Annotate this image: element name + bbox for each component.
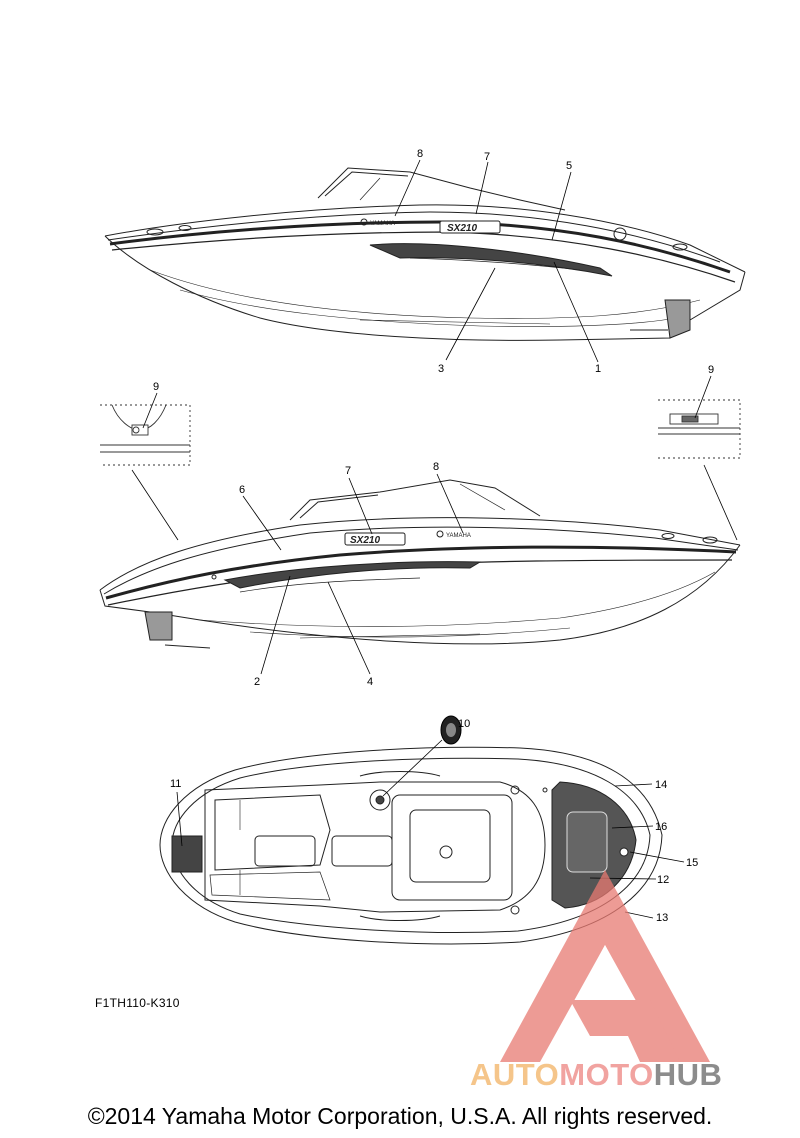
watermark-moto: MOTO — [559, 1057, 654, 1092]
callout-14: 14 — [655, 779, 667, 791]
inset-bow-detail — [100, 404, 191, 466]
callout-5: 5 — [566, 160, 572, 172]
callout-4: 4 — [367, 676, 373, 688]
boat-side-view-top: SX210 YAMAHA — [104, 167, 746, 341]
watermark-hub: HUB — [653, 1057, 723, 1092]
boat-top-view — [159, 746, 663, 945]
brand-badge-middle: YAMAHA — [446, 533, 471, 539]
callout-12: 12 — [657, 874, 669, 886]
callout-9-right: 9 — [708, 364, 714, 376]
callouts-top-view: 10 11 14 16 15 12 13 — [170, 718, 698, 924]
callout-10: 10 — [458, 718, 470, 730]
callout-15: 15 — [686, 857, 698, 869]
leaders-top — [394, 159, 599, 363]
callout-2: 2 — [254, 676, 260, 688]
brand-badge-top: YAMAHA — [370, 221, 395, 227]
steering-wheel-emblem — [440, 715, 462, 745]
copyright-notice: ©2014 Yamaha Motor Corporation, U.S.A. A… — [87, 1103, 713, 1129]
callout-11: 11 — [170, 778, 181, 790]
inset-stern-detail — [658, 399, 741, 459]
watermark-text: AUTOMOTOHUB — [470, 1057, 722, 1093]
callout-6: 6 — [239, 484, 245, 496]
boat-side-view-middle: SX210 YAMAHA — [99, 479, 741, 649]
callout-7: 7 — [484, 151, 490, 163]
leaders-insets — [131, 375, 738, 541]
callout-3: 3 — [438, 363, 444, 375]
callout-16: 16 — [655, 821, 667, 833]
callout-1: 1 — [595, 363, 601, 375]
callout-8-middle: 8 — [433, 461, 439, 473]
model-badge-middle: SX210 — [350, 535, 380, 546]
leaders-middle — [242, 473, 464, 675]
part-code-label: F1TH110-K310 — [95, 996, 180, 1010]
callouts-top: 8 7 5 3 1 — [417, 148, 601, 375]
callouts-insets: 9 9 — [153, 364, 714, 393]
callout-8: 8 — [417, 148, 423, 160]
callouts-middle: 6 7 8 2 4 — [239, 461, 439, 688]
callout-13: 13 — [656, 912, 668, 924]
watermark-logo — [500, 870, 710, 1062]
watermark-auto: AUTO — [470, 1057, 560, 1092]
callout-9-left: 9 — [153, 381, 159, 393]
model-badge-top: SX210 — [447, 223, 477, 234]
callout-7-middle: 7 — [345, 465, 351, 477]
